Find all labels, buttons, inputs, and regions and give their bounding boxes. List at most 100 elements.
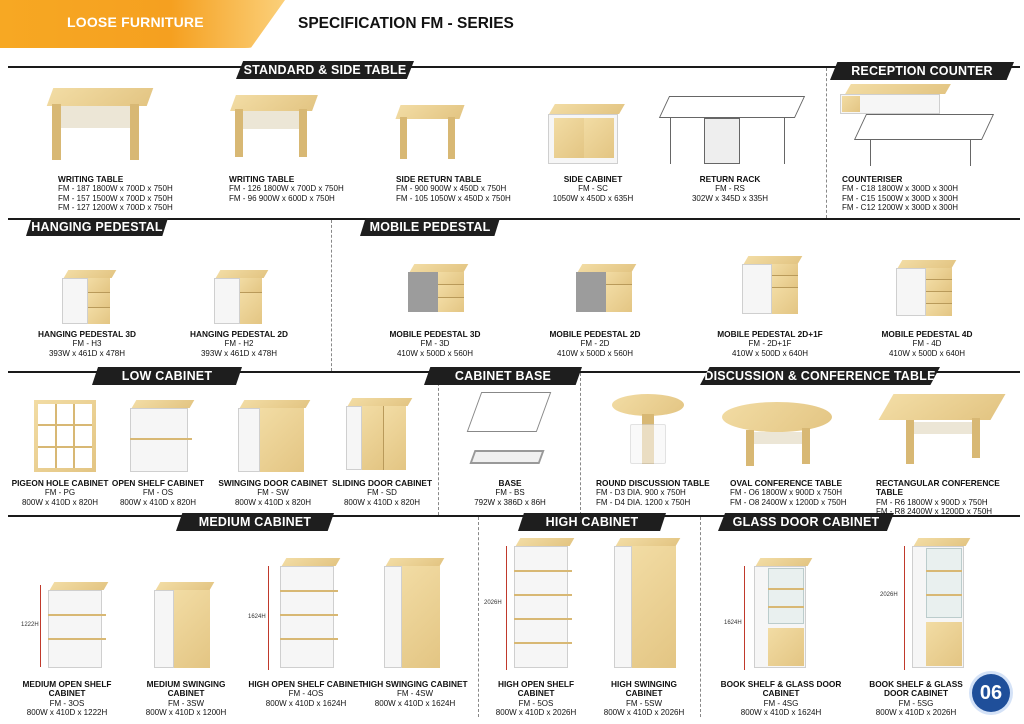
product-name: BOOK SHELF & GLASS DOOR CABINET (869, 679, 963, 699)
banner-mobile-pedestal: MOBILE PEDESTAL (360, 218, 500, 236)
banner-glass-door-cabinet: GLASS DOOR CABINET (718, 513, 894, 531)
side-cabinet-illustration (548, 104, 625, 166)
product-spec: HIGH SWINGING CABINET FM - 5SW 800W x 41… (592, 679, 696, 717)
product-name: MOBILE PEDESTAL 4D (881, 329, 973, 339)
page-title: SPECIFICATION FM - SERIES (298, 15, 514, 32)
product-spec: COUNTERISER FM - C18 1800W x 300D x 300H… (842, 174, 1002, 212)
product-spec: BOOK SHELF & GLASS DOOR CABINET FM - 4SG… (706, 679, 856, 717)
product-spec-line: FM - 4D (912, 339, 942, 349)
product-name: RETURN RACK (699, 174, 761, 184)
book-shelf-glass-door-cabinet-illustration (754, 558, 813, 670)
product-spec-line: FM - D3 DIA. 900 x 750H (596, 488, 686, 498)
product-spec-line: FM - OS (142, 488, 174, 498)
product-spec: MOBILE PEDESTAL 2D FM - 2D 410W x 500D x… (540, 329, 650, 358)
banner-medium-cabinet: MEDIUM CABINET (176, 513, 334, 531)
product-name: WRITING TABLE (58, 174, 124, 184)
mobile-pedestal-3d-illustration (408, 264, 469, 316)
product-name: MEDIUM SWINGING CABINET (146, 679, 226, 699)
product-spec-line: FM - PG (44, 488, 76, 498)
product-spec-line: FM - 5SG (898, 698, 934, 708)
product-spec-line: FM - SD (367, 488, 397, 498)
product-name: ROUND DISCUSSION TABLE (596, 478, 710, 488)
product-spec-line: FM - 3SW (168, 698, 204, 708)
product-spec: SLIDING DOOR CABINET FM - SD 800W x 410D… (328, 478, 436, 507)
product-spec-line: FM - SW (257, 488, 289, 498)
product-name: HIGH SWINGING CABINET (362, 679, 468, 689)
return-rack-illustration (658, 96, 806, 168)
product-spec-line: FM - 187 1800W x 700D x 750H (58, 184, 173, 194)
product-spec: HIGH OPEN SHELF CABINET FM - 5OS 800W x … (480, 679, 592, 717)
product-name: PIGEON HOLE CABINET (11, 478, 109, 488)
product-spec: PIGEON HOLE CABINET FM - PG 800W x 410D … (10, 478, 110, 507)
divider (580, 373, 581, 515)
height-dimension-label: 1624H (724, 620, 742, 626)
product-spec: OVAL CONFERENCE TABLE FM - O6 1800W x 90… (730, 478, 866, 507)
product-name: MOBILE PEDESTAL 3D (389, 329, 481, 339)
product-spec-line: FM - BS (495, 488, 525, 498)
page-number-badge: 06 (972, 674, 1010, 712)
product-spec-line: 800W x 410D x 1222H (26, 707, 108, 717)
product-name: SIDE RETURN TABLE (396, 174, 482, 184)
book-shelf-glass-door-cabinet-illustration (912, 538, 971, 670)
product-name: COUNTERISER (842, 174, 903, 184)
banner-standard-side-table: STANDARD & SIDE TABLE (236, 61, 414, 79)
height-dimension-label: 1624H (248, 614, 266, 620)
product-spec: BOOK SHELF & GLASS DOOR CABINET FM - 5SG… (860, 679, 972, 717)
divider (438, 373, 439, 515)
divider (8, 515, 1020, 517)
product-spec-line: FM - 5OS (518, 698, 554, 708)
divider (478, 517, 479, 717)
high-open-shelf-cabinet-illustration (514, 538, 575, 670)
product-spec-line: FM - H3 (72, 339, 102, 349)
product-spec: OPEN SHELF CABINET FM - OS 800W x 410D x… (108, 478, 208, 507)
mobile-pedestal-4d-illustration (896, 260, 957, 320)
product-spec-line: 792W x 386D x 86H (474, 497, 546, 507)
product-name: BASE (498, 478, 522, 488)
divider (8, 66, 1020, 68)
banner-low-cabinet: LOW CABINET (92, 367, 242, 385)
product-name: MEDIUM OPEN SHELF CABINET (22, 679, 112, 699)
divider (826, 68, 827, 218)
product-spec: SIDE CABINET FM - SC 1050W x 450D x 635H (545, 174, 641, 203)
product-spec-line: 800W x 410D x 1624H (265, 698, 347, 708)
oval-conference-table-illustration (722, 402, 832, 468)
product-spec-line: FM - C12 1200W x 300D x 300H (842, 202, 959, 212)
product-spec: HIGH SWINGING CABINET FM - 4SW 800W x 41… (362, 679, 468, 708)
product-spec-line: 302W x 345D x 335H (691, 193, 769, 203)
hanging-pedestal-2d-illustration (214, 270, 269, 326)
round-discussion-table-illustration (612, 394, 684, 470)
product-spec-line: FM - 105 1050W x 450D x 750H (396, 193, 511, 203)
section-tab-label: LOOSE FURNITURE (67, 14, 204, 30)
side-return-table-illustration (395, 105, 465, 163)
banner-discussion-conference: DISCUSSION & CONFERENCE TABLE (700, 367, 940, 385)
product-spec: RETURN RACK FM - RS 302W x 345D x 335H (682, 174, 778, 203)
product-name: MOBILE PEDESTAL 2D (549, 329, 641, 339)
product-spec: MEDIUM OPEN SHELF CABINET FM - 3OS 800W … (6, 679, 128, 717)
writing-table-illustration (46, 88, 154, 168)
product-name: OVAL CONFERENCE TABLE (730, 478, 843, 488)
height-dimension-label: 2026H (484, 600, 502, 606)
sliding-door-cabinet-illustration (346, 398, 413, 472)
product-spec-line: FM - C18 1800W x 300D x 300H (842, 184, 959, 194)
product-spec-line: FM - 4SW (397, 689, 433, 699)
banner-high-cabinet: HIGH CABINET (518, 513, 666, 531)
product-name: BOOK SHELF & GLASS DOOR CABINET (720, 679, 842, 699)
product-spec-line: FM - O8 2400W x 1200D x 750H (730, 497, 847, 507)
product-name: MOBILE PEDESTAL 2D+1F (717, 329, 823, 339)
product-name: HANGING PEDESTAL 3D (38, 329, 136, 339)
product-spec-line: FM - 4OS (288, 689, 324, 699)
product-spec-line: FM - 126 1800W x 700D x 750H (229, 184, 344, 194)
product-spec: RECTANGULAR CONFERENCE TABLE FM - R6 180… (876, 478, 1022, 516)
counteriser-illustration (840, 84, 995, 168)
product-spec: MOBILE PEDESTAL 2D+1F FM - 2D+1F 410W x … (710, 329, 830, 358)
product-spec-line: FM - R8 2400W x 1200D x 750H (876, 506, 993, 516)
product-name: RECTANGULAR CONFERENCE TABLE (876, 478, 1000, 498)
height-dimension-label: 2026H (880, 592, 898, 598)
product-spec-line: 800W x 410D x 820H (119, 497, 197, 507)
high-swinging-cabinet-illustration (614, 538, 681, 670)
product-spec-line: FM - 157 1500W x 700D x 750H (58, 193, 173, 203)
product-spec-line: 800W x 410D x 1624H (374, 698, 456, 708)
pigeon-hole-cabinet-illustration (34, 400, 96, 474)
product-spec: HANGING PEDESTAL 2D FM - H2 393W x 461D … (184, 329, 294, 358)
product-spec: MOBILE PEDESTAL 4D FM - 4D 410W x 500D x… (872, 329, 982, 358)
